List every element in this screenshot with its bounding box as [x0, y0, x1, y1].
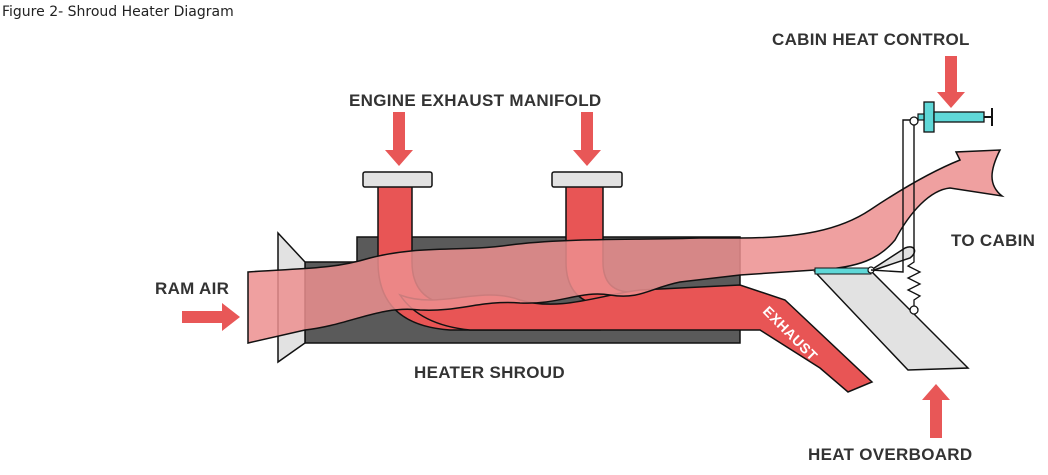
ram-air-flow — [247, 149, 1005, 344]
down-arrow-icon — [937, 56, 965, 108]
down-arrow-icon — [385, 112, 413, 166]
heater-shroud-label: HEATER SHROUD — [414, 363, 565, 382]
manifold-flange-right — [551, 171, 623, 188]
right-arrow-icon — [182, 303, 240, 331]
to-cabin-label: TO CABIN — [951, 231, 1035, 250]
figure-caption: Figure 2- Shroud Heater Diagram — [2, 4, 234, 20]
return-spring — [906, 250, 922, 306]
heat-overboard-label: HEAT OVERBOARD — [808, 445, 972, 464]
door-hinge-plate — [814, 267, 872, 275]
ram-air-label: RAM AIR — [155, 279, 229, 298]
cabin-heat-control-label: CABIN HEAT CONTROL — [772, 30, 970, 49]
control-cable — [870, 119, 915, 273]
down-arrow-icon — [573, 112, 601, 166]
manifold-flange-left — [362, 171, 433, 188]
up-arrow-icon — [922, 384, 950, 438]
engine-exhaust-manifold-label: ENGINE EXHAUST MANIFOLD — [349, 91, 601, 110]
cabin-heat-control-knob[interactable] — [917, 101, 993, 133]
cable-pulley-top — [909, 116, 919, 126]
cable-pulley-bottom — [909, 305, 919, 315]
